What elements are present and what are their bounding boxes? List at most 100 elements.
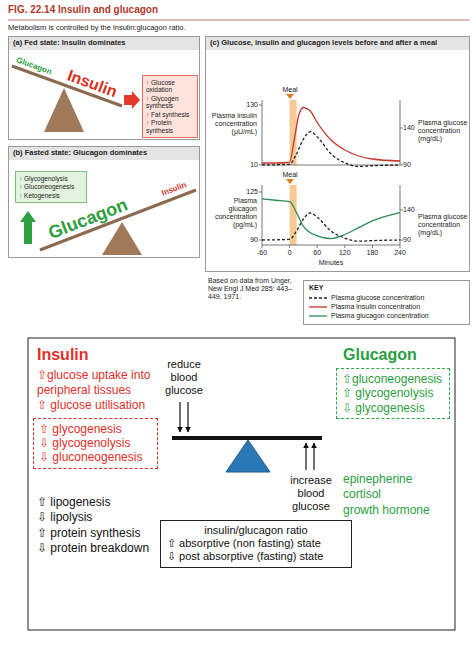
arrow-note: reduce blood glucose <box>158 358 210 398</box>
text-holder: 125 <box>238 188 258 196</box>
box-heading: (a) Fed state: Insulin dominates <box>9 37 199 50</box>
text-holder: ⇩ lipolysis <box>37 510 92 524</box>
text-holder: FIG. 22.14 Insulin and glucagon <box>8 4 158 16</box>
ratio-box: insulin/glucagon ratio⇧ absorptive (non … <box>160 520 352 568</box>
effect-item: ⇩ lipolysis <box>37 510 92 524</box>
legend-line-sample <box>309 313 327 319</box>
box-heading: KEY <box>309 284 464 292</box>
hormone-item: cortisol <box>343 487 381 501</box>
text-holder: Meal <box>278 86 302 94</box>
axis-title: Minutes <box>313 259 349 267</box>
text-holder: Meal <box>278 171 302 179</box>
box-heading: (b) Fasted state: Glucagon dominates <box>9 147 199 160</box>
text-holder: Plasma glucose concentration (mg/dL) <box>418 119 468 143</box>
glucagon-curve <box>262 199 400 239</box>
box-text: ↑ Fat synthesis <box>146 111 194 118</box>
legend-row: Plasma glucose concentration <box>309 294 464 302</box>
tick-label: 140 <box>403 124 417 132</box>
box-text: ⇧ glycogenolysis <box>342 386 444 400</box>
box-text: ⇩ post absorptive (fasting) state <box>167 550 345 563</box>
legend-line-sample <box>309 304 327 310</box>
tick-label: 130 <box>238 101 258 109</box>
tick-label: 90 <box>403 236 417 244</box>
insulin-curve <box>262 108 400 164</box>
text-holder: Metabolism is controlled by the insulin:… <box>8 24 408 33</box>
glucose-curve <box>262 132 400 167</box>
dashed-box: ⇧gluconeogenesis⇧ glycogenolysis⇩ glycog… <box>336 368 450 419</box>
text-holder: 130 <box>238 101 258 109</box>
panel-box: (c) Glucose, insulin and glucagon levels… <box>205 36 470 272</box>
effect-item: ⇧ lipogenesis <box>37 495 110 509</box>
text-holder: 140 <box>403 206 417 214</box>
subtitle: Metabolism is controlled by the insulin:… <box>8 24 408 33</box>
text-holder: Plasma glucose concentration (mg/dL) <box>418 213 468 237</box>
hormone-heading: Glucagon <box>343 346 417 364</box>
box-heading: ↑ Glycogenolysis <box>19 175 83 182</box>
meal-marker-label: Meal <box>278 86 302 94</box>
figure-caption: Based on data from Unger, New Engl J Med… <box>208 277 300 301</box>
text-holder: ⇩ protein breakdown <box>37 541 149 555</box>
box-text: ↑ Protein synthesis <box>146 119 194 134</box>
effects-box: ↑ Glycogenolysis↑ Gluconeogenesis ↑ Ketog… <box>15 171 87 203</box>
panel-box: (b) Fasted state: Glucagon dominates ↑ Gl… <box>8 146 200 258</box>
tick-label: 60 <box>305 249 329 257</box>
legend-text: Plasma glucose concentration <box>331 294 424 302</box>
effect-item: ⇧glucose uptake into peripheral tissues <box>37 368 157 397</box>
effects-box: ↑ Glucose oxidation↑ Glycogen synthesis↑… <box>142 75 198 138</box>
tick-label: 125 <box>238 188 258 196</box>
legend-row: Plasma insulin concentration <box>309 303 464 311</box>
text-holder: ⇧glucose uptake into peripheral tissues <box>37 368 157 397</box>
hormone-item: epinepherine <box>343 472 412 486</box>
box-text: ↑ Ketogenesis <box>19 192 83 199</box>
hormone-heading: Insulin <box>37 346 89 364</box>
effect-item: ⇩ protein breakdown <box>37 541 149 555</box>
box-text: ↑ Gluconeogenesis <box>19 183 83 190</box>
hormone-item: growth hormone <box>343 503 430 517</box>
text-holder: increase blood glucose <box>284 474 338 514</box>
text-holder: ⇧ glucose utilisation <box>37 398 157 412</box>
axis-title: Plasma glucose concentration (mg/dL) <box>418 119 468 143</box>
effect-item: ⇧ protein synthesis <box>37 526 140 540</box>
text-holder: Insulin <box>37 346 89 364</box>
tick-label: 90 <box>238 236 258 244</box>
legend-text: Plasma insulin concentration <box>331 303 420 311</box>
axis-title: Plasma insulin concentration (μU/mL) <box>207 112 257 136</box>
legend-line-sample <box>309 295 327 301</box>
legend-text: Plasma glucagon concentration <box>331 312 429 320</box>
text-holder: reduce blood glucose <box>158 358 210 398</box>
box-heading: ⇧gluconeogenesis <box>342 372 444 386</box>
text-holder: 90 <box>403 236 417 244</box>
tick-label: 0 <box>278 249 302 257</box>
text-holder: 240 <box>388 249 412 257</box>
text-holder: Plasma insulin concentration (μU/mL) <box>207 112 257 136</box>
box-heading: ↑ Glucose oxidation <box>146 79 194 94</box>
text-holder: cortisol <box>343 487 381 501</box>
axis-title: Plasma glucose concentration (mg/dL) <box>418 213 468 237</box>
tick-label: 10 <box>238 161 258 169</box>
text-holder: 180 <box>360 249 384 257</box>
box-text: ⇩ glycogenolysis <box>39 436 152 450</box>
text-holder: 60 <box>305 249 329 257</box>
legend-row: Plasma glucagon concentration <box>309 312 464 320</box>
text-holder: -60 <box>250 249 274 257</box>
box-heading: insulin/glucagon ratio <box>167 524 345 537</box>
box-text: ⇩ glycogenesis <box>342 401 444 415</box>
panel-box: (a) Fed state: Insulin dominates ↑ Glucos… <box>8 36 200 140</box>
arrow-note: increase blood glucose <box>284 474 338 514</box>
text-holder: ⇧ lipogenesis <box>37 495 110 509</box>
meal-marker-label: Meal <box>278 171 302 179</box>
box-heading: (c) Glucose, insulin and glucagon levels… <box>206 37 469 50</box>
text-holder: 0 <box>278 249 302 257</box>
effect-item: ⇧ glucose utilisation <box>37 398 157 412</box>
tick-label: 90 <box>403 161 417 169</box>
text-holder: 10 <box>238 161 258 169</box>
tick-label: -60 <box>250 249 274 257</box>
box-text: ⇩ gluconeogenesis <box>39 450 152 464</box>
box-heading: ⇧ glycogenesis <box>39 422 152 436</box>
text-holder: Glucagon <box>343 346 417 364</box>
box-text: ⇧ absorptive (non fasting) state <box>167 537 345 550</box>
tick-label: 140 <box>403 206 417 214</box>
text-holder: growth hormone <box>343 503 430 517</box>
